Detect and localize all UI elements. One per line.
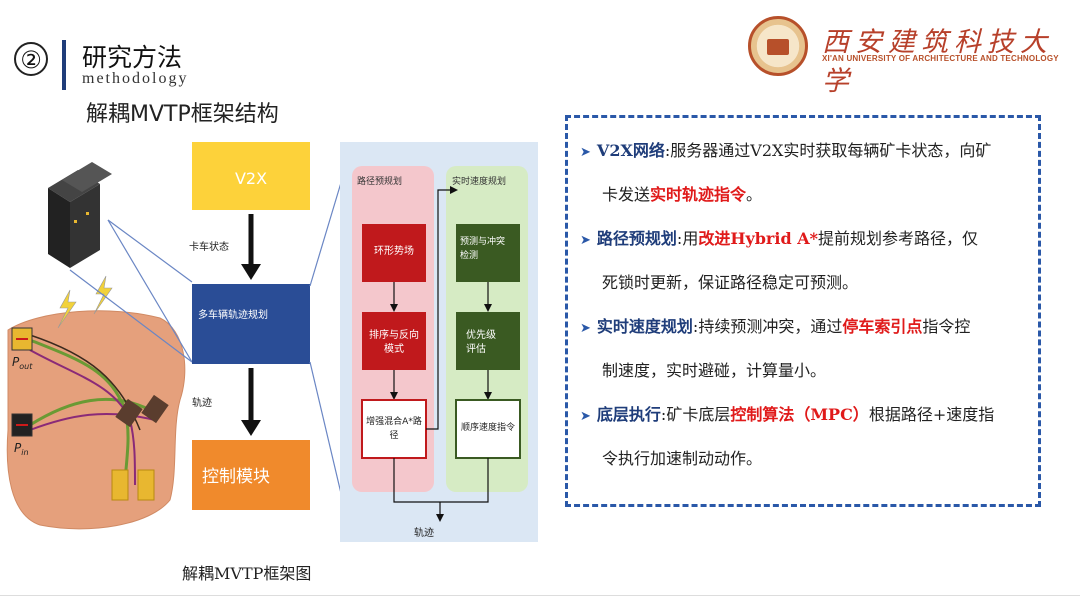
road-green-2: [29, 397, 151, 427]
section-title: 研究方法: [82, 43, 183, 72]
figure-caption: 解耦MVTP框架图: [182, 564, 312, 583]
priority-label-1: 优先级: [466, 328, 496, 341]
multi-vehicle-label: 多车辆轨迹规划: [198, 308, 268, 321]
pout-label: Pout: [12, 355, 33, 371]
hybrid-astar-label-2: 径: [389, 429, 398, 441]
pin-label: Pin: [14, 441, 29, 457]
predict-conflict-label-1: 预测与冲突: [460, 235, 505, 247]
predict-conflict-box: [456, 224, 520, 282]
university-seal-logo: [748, 16, 808, 76]
control-label: 控制模块: [202, 467, 270, 487]
lightning-icon: [57, 289, 77, 329]
speed-command-label: 顺序速度指令: [461, 421, 515, 433]
multi-vehicle-box: [192, 284, 310, 364]
university-name-en: XI'AN UNIVERSITY OF ARCHITECTURE AND TEC…: [822, 54, 1059, 63]
trajectory-left-label: 轨迹: [192, 396, 212, 409]
loading-zone: [111, 469, 129, 501]
university-name-cn: 西安建筑科技大学: [822, 27, 1053, 97]
chevron-right-icon: ➤: [580, 233, 591, 248]
loading-zone: [137, 469, 155, 501]
priority-box: [456, 312, 520, 370]
slide-heading: 解耦MVTP框架结构: [86, 102, 279, 127]
summary-box: [565, 115, 1041, 507]
list-item-speed-planning: ➤实时速度规划:持续预测冲突，通过停车索引点指令控 制速度，实时避碰，计算量小。: [580, 317, 971, 380]
truck-state-label: 卡车状态: [189, 240, 229, 253]
sort-reverse-label-2: 模式: [384, 342, 404, 355]
lightning-icon: [93, 275, 113, 315]
list-item-execution: ➤底层执行:矿卡底层控制算法（MPC）根据路径+速度指 令执行加速制动动作。: [580, 405, 995, 468]
predict-conflict-label-2: 检测: [460, 249, 478, 261]
truck-icon: [115, 398, 143, 428]
hybrid-astar-box: [361, 399, 427, 459]
control-box: [192, 440, 310, 510]
section-subtitle: methodology: [82, 70, 189, 87]
chevron-right-icon: ➤: [580, 145, 591, 160]
list-item-path-planning: ➤路径预规划:用改进Hybrid A*提前规划参考路径，仅 死锁时更新，保证路径…: [580, 229, 978, 292]
list-item-v2x: ➤V2X网络:服务器通过V2X实时获取每辆矿卡状态，向矿 卡发送实时轨迹指令。: [580, 141, 992, 204]
speed-planning-title: 实时速度规划: [452, 175, 506, 187]
chevron-right-icon: ➤: [580, 409, 591, 424]
speed-command-box: [455, 399, 521, 459]
trajectory-bottom-label: 轨迹: [414, 526, 434, 539]
sort-reverse-label-1: 排序与反向: [369, 328, 419, 341]
sort-reverse-box: [362, 312, 426, 370]
ring-field-box: [362, 224, 426, 282]
v2x-label: V2X: [235, 169, 267, 188]
hybrid-astar-label-1: 增强混合A*路: [366, 415, 422, 427]
mvtp-framework-figure: Pout Pin V2X 卡车状态 多车辆轨迹规划 轨迹 控制模块 路径预规划 …: [6, 142, 538, 542]
footer-divider: [0, 595, 1080, 596]
section-divider-bar: [62, 40, 66, 90]
road-green-1: [29, 338, 130, 481]
path-planning-title: 路径预规划: [357, 175, 402, 187]
section-number: ②: [14, 42, 48, 76]
server-icon: [48, 162, 112, 268]
truck-icon: [141, 394, 169, 424]
chevron-right-icon: ➤: [580, 321, 591, 336]
ring-field-label: 环形势场: [374, 244, 414, 257]
road-purple-2: [29, 412, 156, 431]
v2x-box: [192, 142, 310, 210]
priority-label-2: 评估: [466, 342, 486, 355]
